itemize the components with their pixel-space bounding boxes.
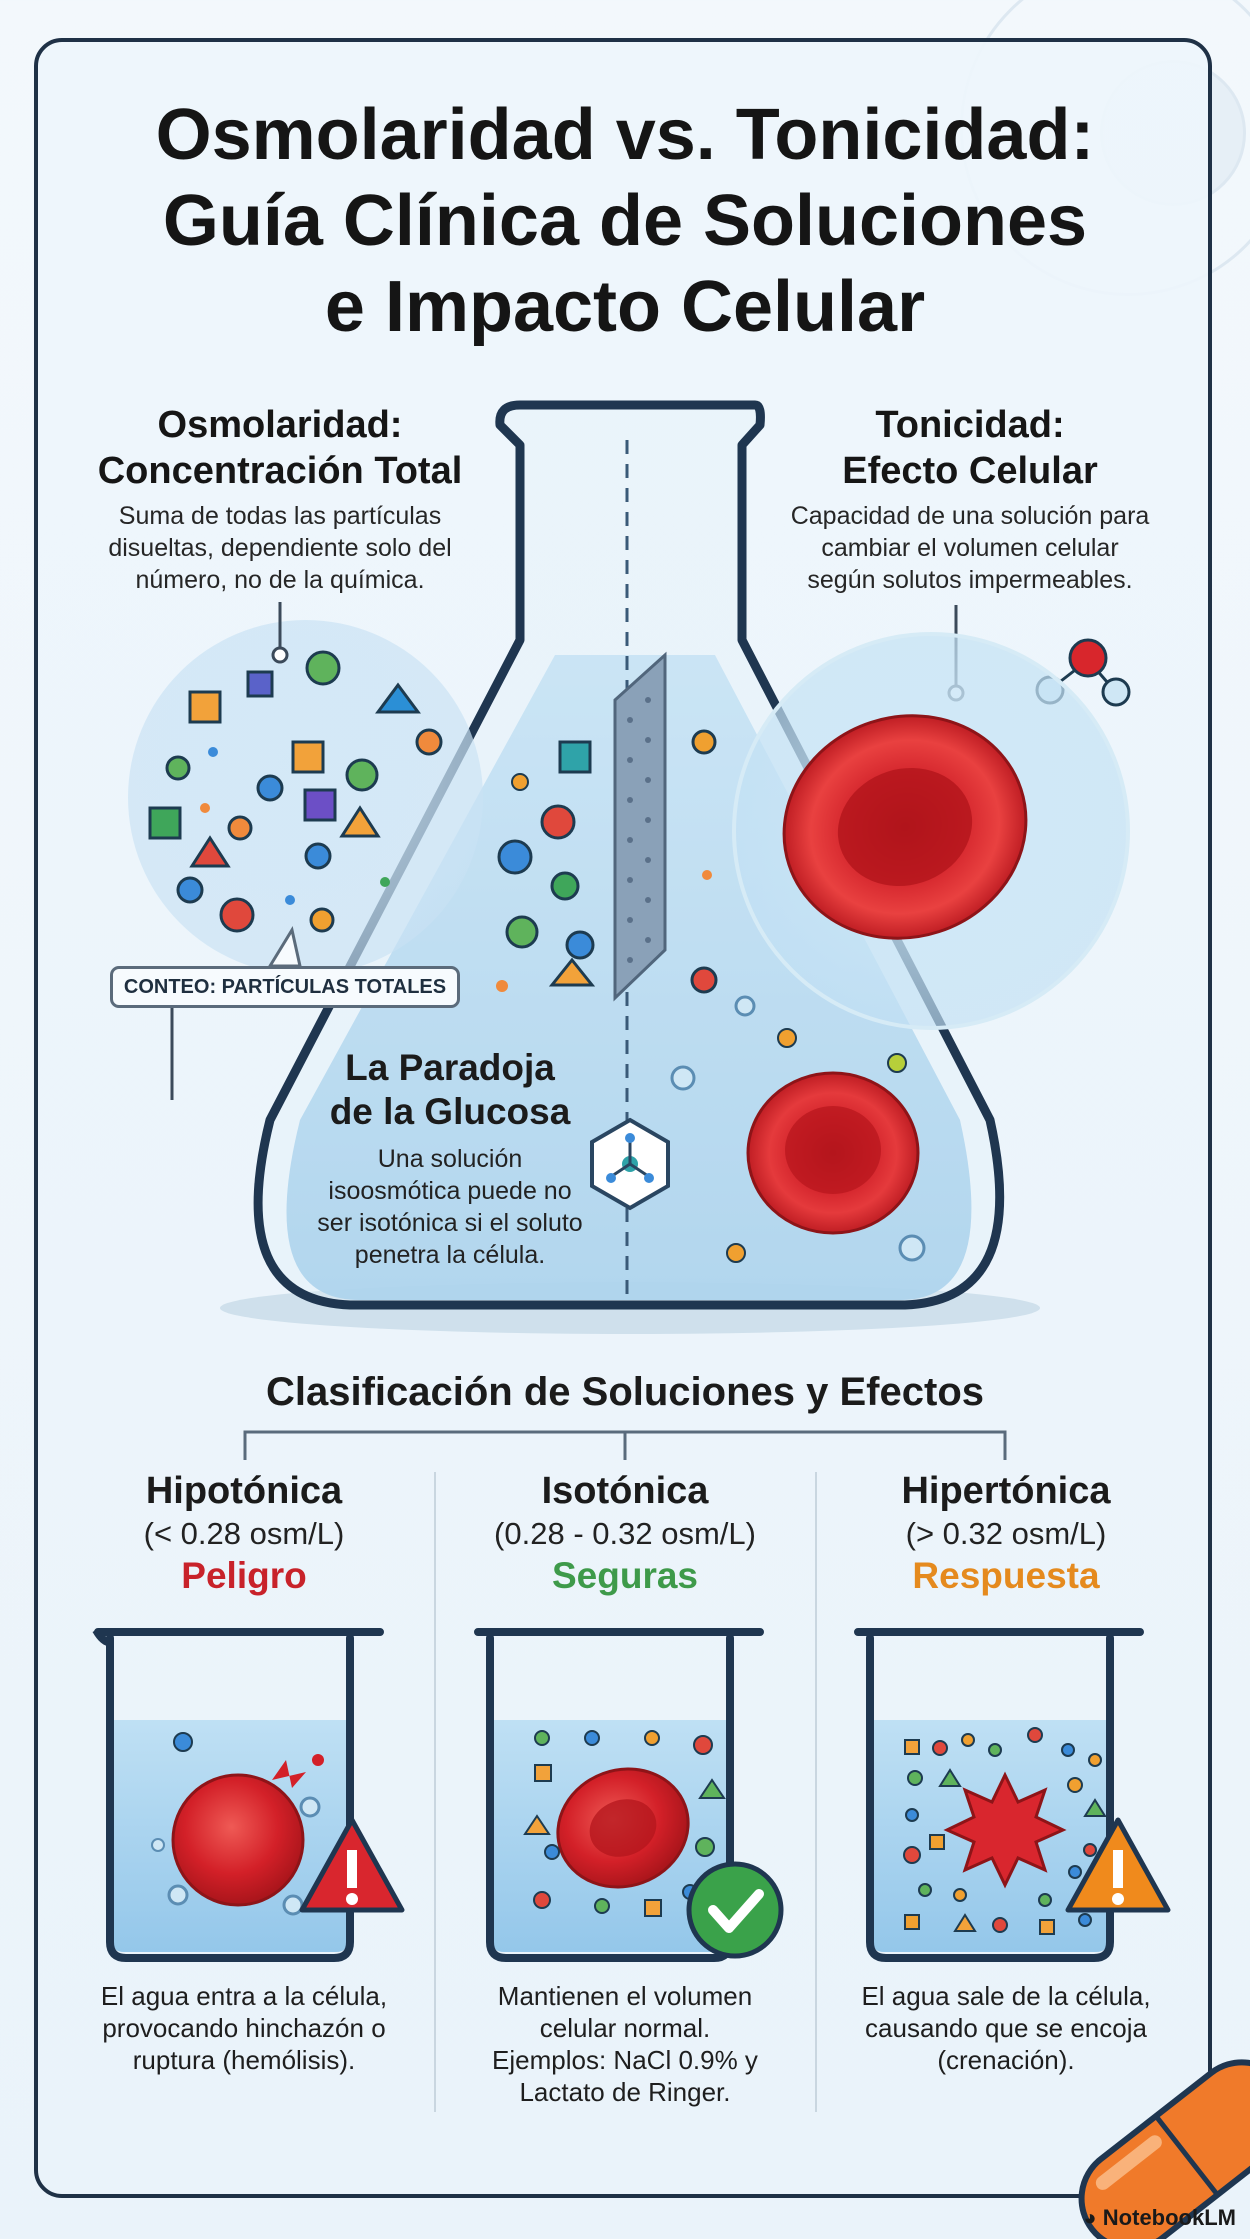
hipotonica-description: El agua entra a la célula, provocando hi… [100,1981,388,2075]
beakers-illustration [92,1627,1171,1962]
red-blood-cell-lower [746,1071,920,1235]
hipertonica-range: (> 0.32 osm/L) [905,1516,1107,1551]
glucose-molecule-icon [590,1117,670,1211]
warning-icon [1065,1817,1171,1913]
notebooklm-logo-icon: ◕ [1083,2205,1097,2230]
column-divider [434,1472,436,2112]
osmolaridad-description: Suma de todas las partículas disueltas, … [108,502,452,594]
isotonica-description: Mantienen el volumen celular normal. Eje… [492,1981,758,2107]
hipertonica-name: Hipertónica [901,1470,1111,1512]
glucose-paradox-description: Una solución isoosmótica puede no ser is… [317,1145,583,1269]
hipotonica-beaker [92,1627,384,1962]
isotonica-range: (0.28 - 0.32 osm/L) [494,1516,756,1551]
warning-icon [299,1817,405,1913]
hipertonica-description: El agua sale de la célula, causando que … [861,1981,1151,2075]
particles-illustration [148,602,1131,1100]
page-title: Osmolaridad vs. Tonicidad: Guía Clínica … [155,95,1095,347]
hipotonica-range: (< 0.28 osm/L) [143,1516,345,1551]
isotonica-column: Isotónica (0.28 - 0.32 osm/L) Seguras [445,1468,805,1598]
flask-particles-left [496,740,596,992]
isotonica-status: Seguras [551,1555,698,1596]
red-blood-cell-large [782,714,1028,940]
flask-particles-right [670,729,926,1263]
osmolaridad-title: Osmolaridad: Concentración Total [97,404,463,492]
semipermeable-membrane [613,651,667,1002]
tonicidad-title: Tonicidad: Efecto Celular [842,404,1098,492]
hipotonica-column: Hipotónica (< 0.28 osm/L) Peligro [64,1468,424,1598]
tonicidad-description: Capacidad de una solución para cambiar e… [790,502,1150,594]
isotonica-name: Isotónica [541,1470,709,1512]
classification-bracket [243,1430,1007,1460]
notebooklm-brand: ◕ NotebookLM [1083,2205,1236,2230]
hipertonica-status: Respuesta [912,1555,1100,1596]
isotonica-beaker [474,1628,764,1962]
classification-title: Clasificación de Soluciones y Efectos [265,1370,984,1414]
pill-icon [1078,2059,1250,2239]
hipotonica-status: Peligro [181,1555,307,1596]
hipertonica-beaker [854,1628,1144,1962]
check-icon [686,1861,784,1959]
glucose-paradox-title: La Paradoja de la Glucosa [329,1047,571,1132]
hipertonica-column: Hipertónica (> 0.32 osm/L) Respuesta [826,1468,1186,1598]
column-divider [815,1472,817,2112]
hipotonica-name: Hipotónica [145,1470,343,1512]
count-particles-tag: CONTEO: PARTÍCULAS TOTALES [110,966,460,1008]
